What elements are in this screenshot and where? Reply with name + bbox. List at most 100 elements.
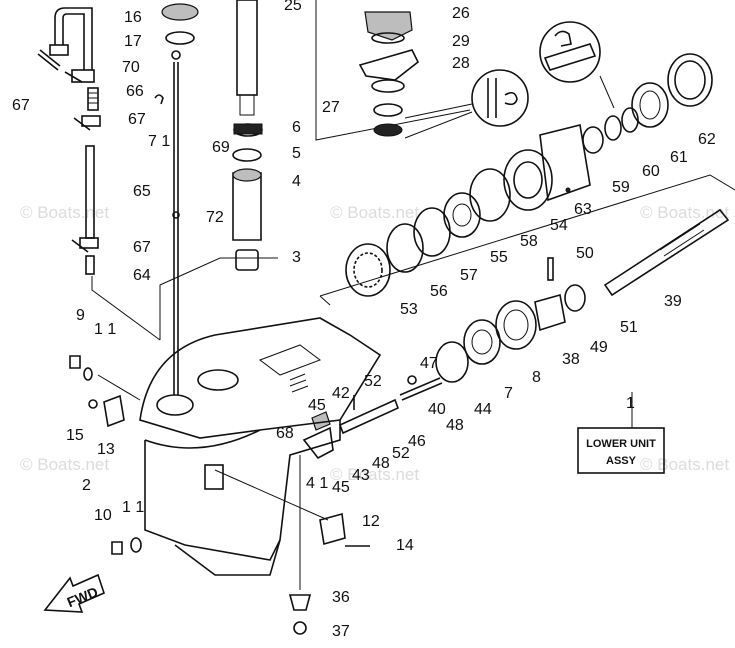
part-label-13: 13 — [97, 441, 115, 458]
forward-arrow-icon — [43, 573, 105, 613]
bearing-housing — [364, 11, 413, 41]
fwd-arrow: FWD — [43, 573, 105, 613]
pump-housing — [161, 3, 199, 21]
clip — [171, 50, 181, 60]
part-label-38: 38 — [562, 351, 580, 368]
left-column-parts — [37, 7, 181, 395]
part-label-28: 28 — [452, 55, 470, 72]
shim — [232, 148, 262, 162]
part-label-36: 36 — [332, 589, 350, 606]
oil-seal — [621, 107, 639, 133]
part-label-15: 15 — [66, 427, 84, 444]
bearing-housing — [539, 124, 591, 202]
grommet — [81, 115, 101, 127]
part-label-49: 49 — [590, 339, 608, 356]
part-label-44: 44 — [474, 401, 492, 418]
part-label-45: 45 — [308, 397, 326, 414]
part-labels: 16 17 70 67 66 67 7 1 69 65 67 72 64 25 … — [12, 0, 716, 640]
part-label-1: 1 — [626, 395, 635, 412]
part-label-2: 2 — [82, 477, 91, 494]
sleeve — [232, 172, 262, 241]
part-label-48: 48 — [446, 417, 464, 434]
top-middle-parts — [358, 11, 529, 139]
part-label-16: 16 — [124, 9, 142, 26]
watermark: © Boats.net — [330, 465, 419, 484]
gasket — [83, 367, 93, 381]
thrust-washer — [386, 223, 424, 273]
part-label-51: 51 — [620, 319, 638, 336]
drive-shaft — [236, 0, 258, 96]
prop-shaft-group — [302, 208, 730, 460]
detail-inset — [539, 21, 601, 83]
shift-slider — [338, 398, 400, 435]
part-label-42: 42 — [332, 385, 350, 402]
part-label-55: 55 — [490, 249, 508, 266]
shift-cam — [311, 411, 331, 431]
o-ring — [469, 168, 511, 222]
part-label-69: 69 — [212, 139, 230, 156]
lower-unit-housing — [69, 276, 382, 635]
part-label-48: 48 — [372, 455, 390, 472]
part-label-29: 29 — [452, 33, 470, 50]
part-label-41: 4 1 — [306, 475, 328, 492]
part-label-11: 1 1 — [122, 499, 144, 516]
oil-seal — [604, 115, 622, 141]
nozzle — [85, 255, 95, 275]
assembly-label: LOWER UNIT ASSY — [577, 392, 665, 474]
shim — [413, 207, 451, 257]
pin — [547, 257, 554, 281]
water-tube-long — [85, 145, 95, 239]
seal — [373, 123, 403, 137]
needle-bearing — [235, 249, 259, 271]
part-label-65: 65 — [133, 183, 151, 200]
drain-screw — [111, 541, 123, 555]
grommet — [49, 44, 69, 56]
fwd-text: FWD — [65, 584, 101, 611]
part-label-12: 12 — [362, 513, 380, 530]
part-label-45: 45 — [332, 479, 350, 496]
clip — [154, 94, 164, 105]
part-label-8: 8 — [532, 369, 541, 386]
part-label-63: 63 — [574, 201, 592, 218]
shim — [435, 341, 469, 383]
part-label-5: 5 — [292, 145, 301, 162]
part-label-4: 4 — [292, 173, 301, 190]
part-label-43: 43 — [352, 467, 370, 484]
part-label-64: 64 — [133, 267, 151, 284]
part-label-67: 67 — [12, 97, 30, 114]
part-label-59: 59 — [612, 179, 630, 196]
shift-cam-lever — [302, 426, 334, 460]
part-label-9: 9 — [76, 307, 85, 324]
forward-gear — [495, 300, 537, 350]
part-label-67: 67 — [133, 239, 151, 256]
watermark: © Boats.net — [640, 455, 729, 474]
dog-clutch — [534, 293, 566, 332]
watermark: © Boats.net — [20, 455, 109, 474]
part-label-37: 37 — [332, 623, 350, 640]
part-label-67: 67 — [128, 111, 146, 128]
drive-shaft-column — [159, 0, 471, 340]
detail-inset — [471, 69, 529, 127]
housing-flange — [503, 149, 553, 211]
propeller-shaft — [603, 208, 730, 297]
water-tube — [54, 7, 93, 70]
fitting — [87, 87, 99, 111]
gasket — [358, 49, 420, 81]
trim-tab-anode — [319, 512, 346, 546]
housing-top — [139, 317, 382, 439]
gasket — [130, 537, 142, 553]
part-label-61: 61 — [670, 149, 688, 166]
drain-screw — [69, 355, 81, 369]
spring-clip — [564, 284, 586, 312]
part-label-68: 68 — [276, 425, 294, 442]
part-label-46: 46 — [408, 433, 426, 450]
anode-pocket — [204, 464, 224, 490]
part-label-10: 10 — [94, 507, 112, 524]
o-ring — [172, 211, 180, 219]
part-label-47: 47 — [420, 355, 438, 372]
grommet — [79, 237, 99, 249]
watermark: © Boats.net — [20, 203, 109, 222]
part-label-72: 72 — [206, 209, 224, 226]
watermark: © Boats.net — [330, 203, 419, 222]
